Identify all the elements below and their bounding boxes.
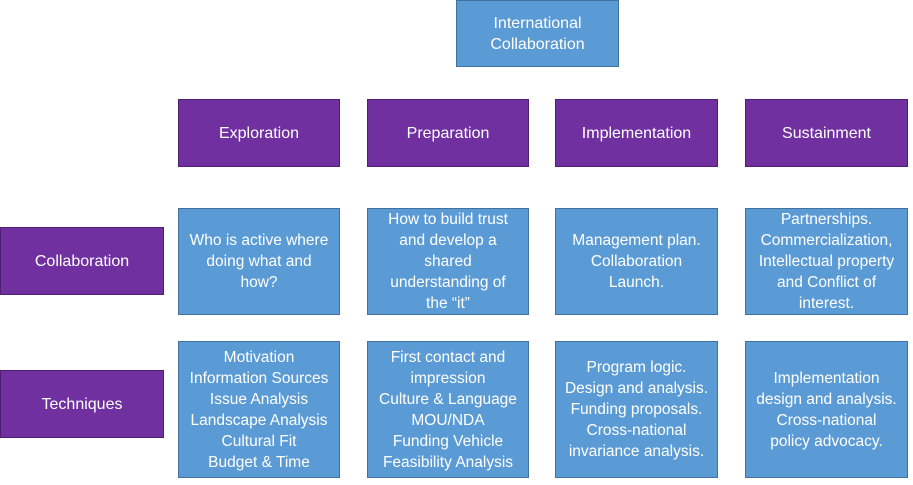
cell-text: First contact and impression Culture & L…: [379, 348, 517, 471]
title-text: International Collaboration: [490, 14, 585, 53]
row-label-collaboration: Collaboration: [0, 227, 164, 295]
cell-collaboration-exploration: Who is active where doing what and how?: [178, 208, 340, 315]
cell-collaboration-implementation: Management plan. Collaboration Launch.: [555, 208, 718, 315]
phase-label: Preparation: [406, 124, 490, 142]
phase-label: Exploration: [218, 124, 300, 142]
cell-collaboration-sustainment: Partnerships. Commercialization, Intelle…: [745, 208, 908, 315]
row-label-techniques: Techniques: [0, 370, 164, 438]
cell-techniques-sustainment: Implementation design and analysis. Cros…: [745, 341, 908, 478]
cell-techniques-implementation: Program logic. Design and analysis. Fund…: [555, 341, 718, 478]
title-box: International Collaboration: [456, 0, 619, 67]
phase-label: Implementation: [581, 124, 692, 142]
cell-text: Partnerships. Commercialization, Intelle…: [758, 211, 895, 312]
cell-text: Implementation design and analysis. Cros…: [756, 369, 897, 450]
cell-text: Program logic. Design and analysis. Fund…: [564, 359, 709, 460]
phase-box-sustainment: Sustainment: [745, 99, 908, 167]
phase-box-exploration: Exploration: [178, 99, 340, 167]
row-label-text: Collaboration: [34, 252, 130, 270]
cell-collaboration-preparation: How to build trust and develop a shared …: [367, 208, 529, 315]
phase-box-preparation: Preparation: [367, 99, 529, 167]
cell-text: Who is active where doing what and how?: [189, 232, 329, 291]
cell-text: Management plan. Collaboration Launch.: [572, 232, 701, 291]
cell-text: Motivation Information Sources Issue Ana…: [189, 348, 329, 471]
cell-techniques-preparation: First contact and impression Culture & L…: [367, 341, 529, 478]
row-label-text: Techniques: [41, 395, 123, 413]
cell-techniques-exploration: Motivation Information Sources Issue Ana…: [178, 341, 340, 478]
cell-text: How to build trust and develop a shared …: [388, 211, 508, 312]
phase-label: Sustainment: [782, 124, 871, 142]
phase-box-implementation: Implementation: [555, 99, 718, 167]
